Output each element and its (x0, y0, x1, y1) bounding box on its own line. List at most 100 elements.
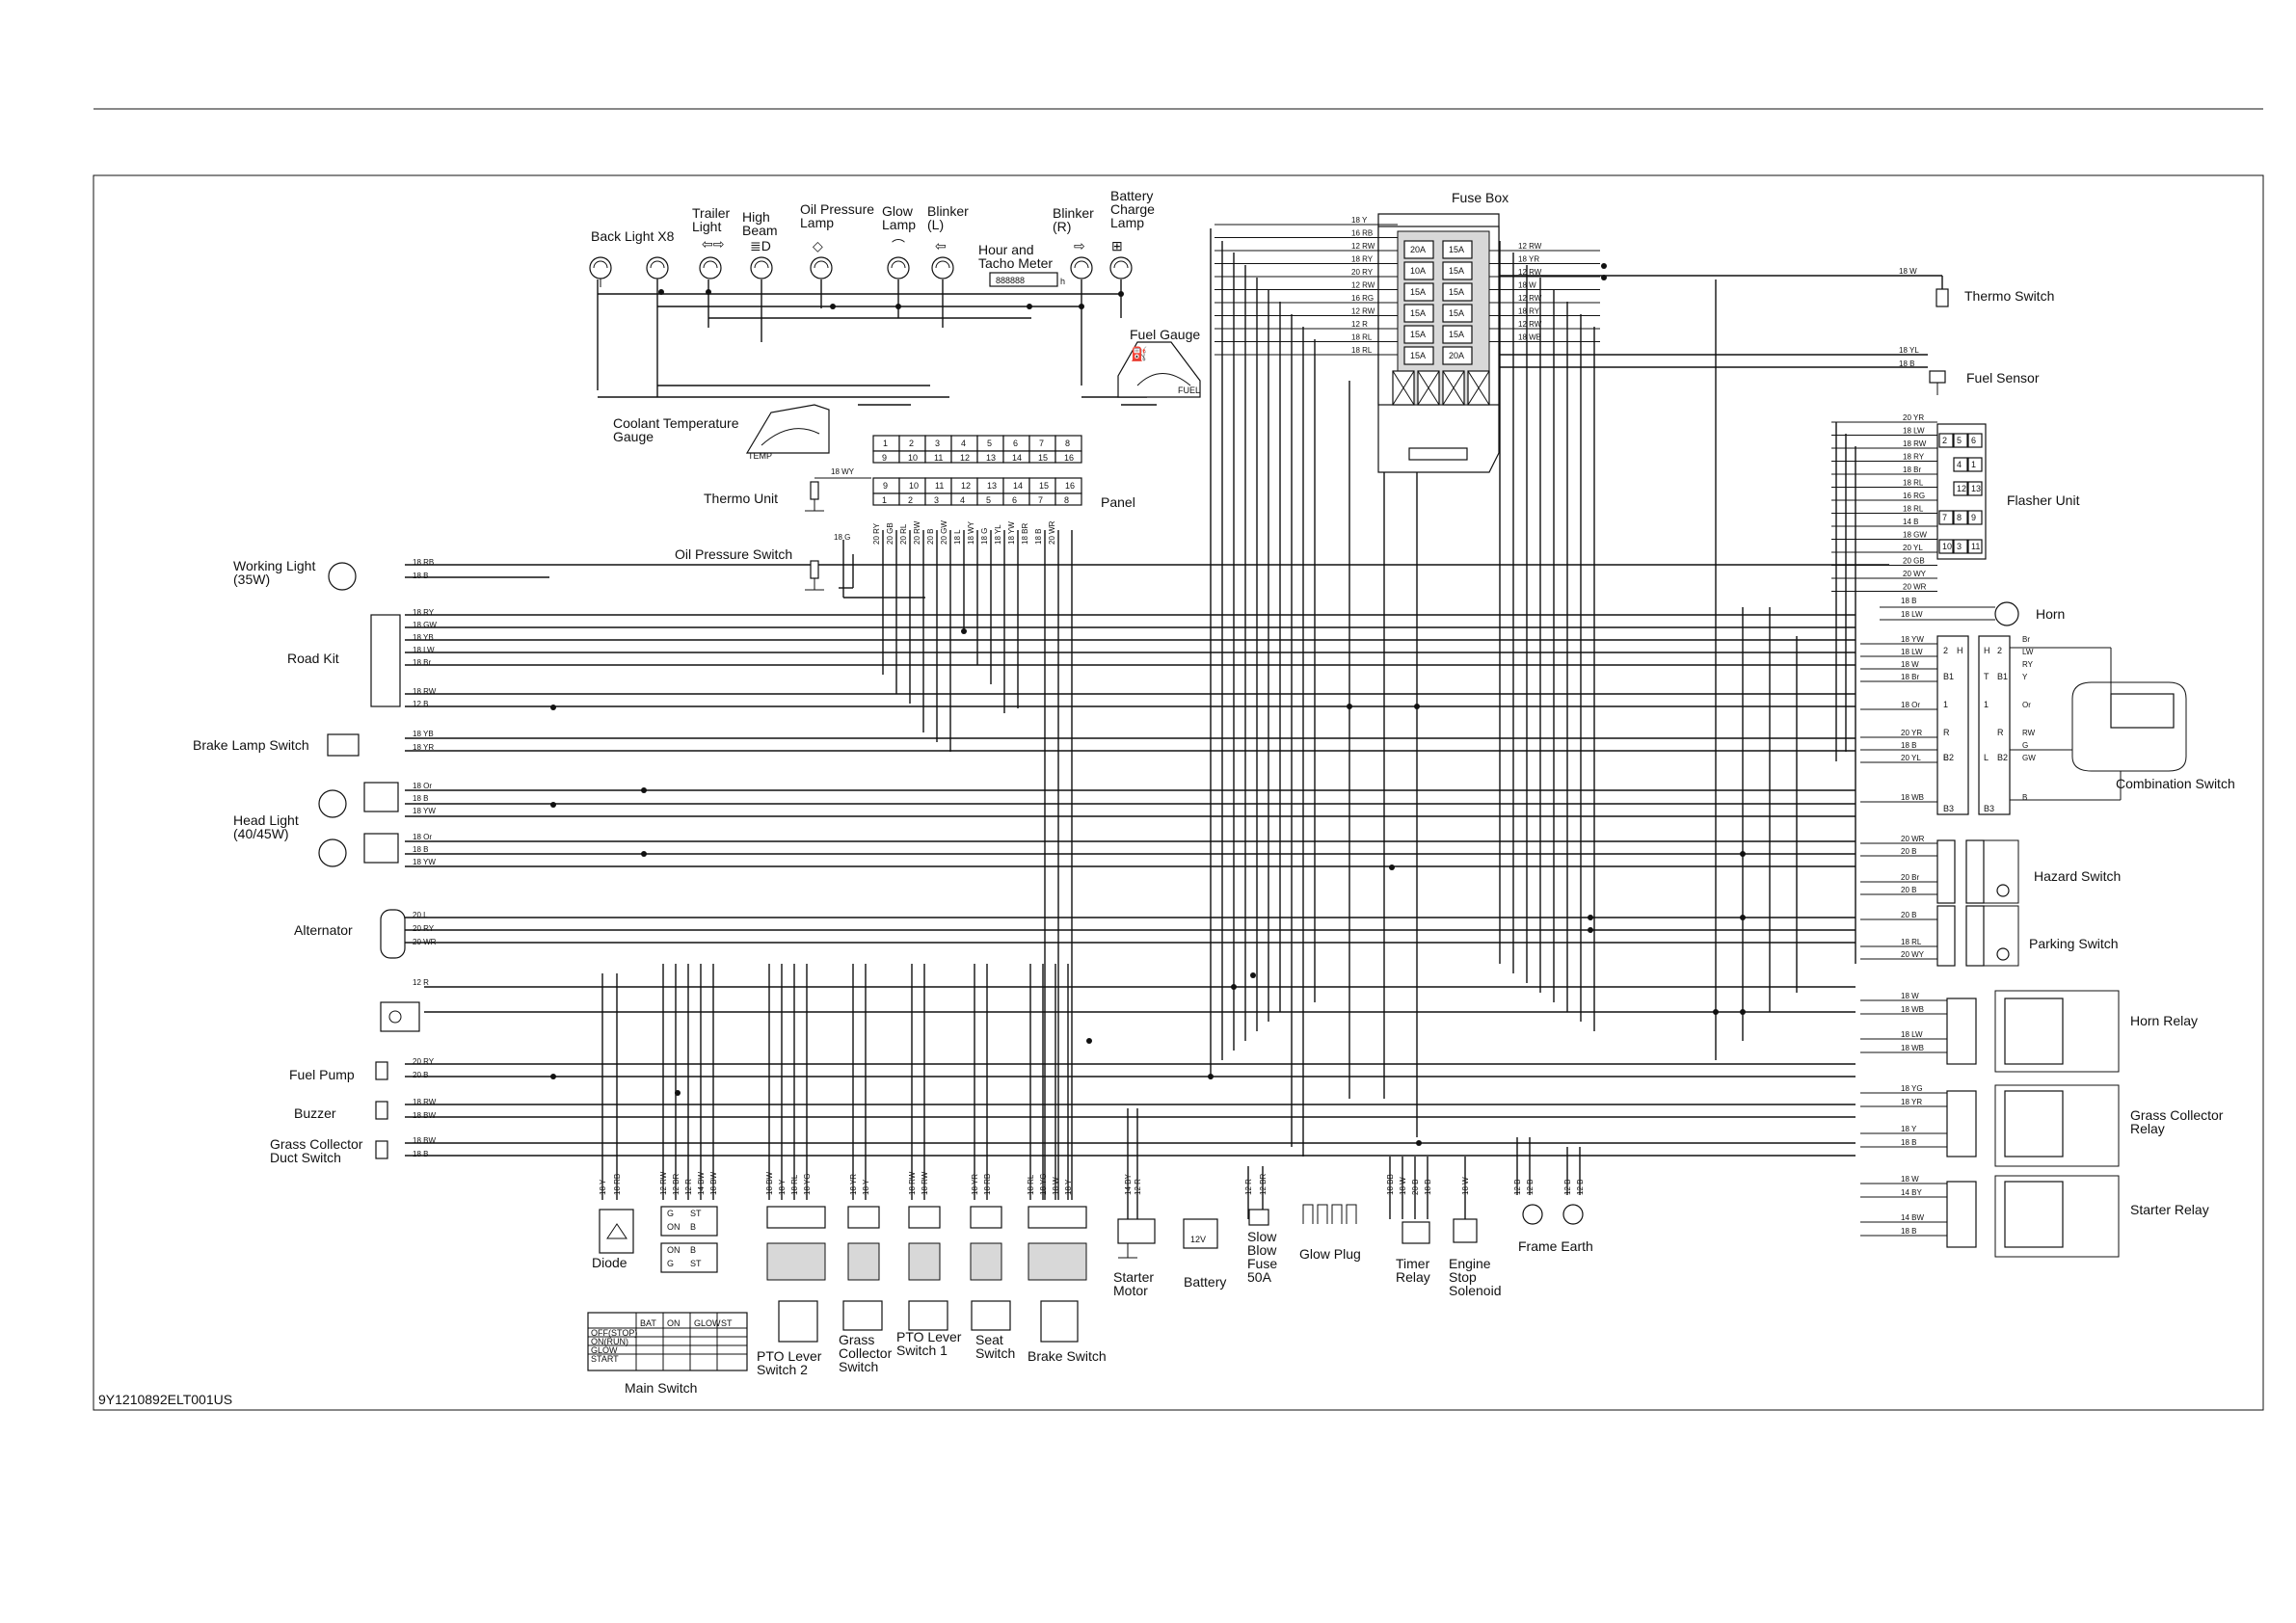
bottom-wire: 18 RB (983, 1174, 992, 1195)
flasher-pin (1967, 457, 1983, 472)
fuse (1403, 325, 1434, 344)
hazard-wire: 20 B (1901, 886, 1916, 894)
combo-pin: T (1984, 672, 1989, 681)
panel-pin-number: 3 (935, 439, 940, 448)
road-kit-wire: 12 B (413, 700, 428, 708)
blinker-right-icon (1070, 256, 1093, 279)
left-arrow-symbol: ⇦ (935, 238, 947, 253)
main-switch-table-row: ON(RUN) (591, 1337, 628, 1346)
panel-wire: 20 RY (872, 522, 881, 545)
bottom-wire: 18 RL (790, 1174, 799, 1195)
combo-right-label: Y (2022, 673, 2028, 681)
combo-wire: 18 WB (1901, 793, 1924, 802)
fuse (1403, 282, 1434, 302)
main-switch-contact: B (690, 1245, 696, 1255)
fuse (1442, 304, 1473, 323)
flasher-wire: 14 B (1903, 518, 1918, 526)
flasher-wire: 20 YR (1903, 413, 1924, 422)
buzzer-wire-1: 18 RW (413, 1098, 437, 1106)
fuse-right-wire: 18 RY (1518, 307, 1540, 316)
bottom-wire: 18 RL (1027, 1174, 1035, 1195)
glow-lamp-icon (887, 256, 910, 279)
fuse-right-wire: 18 WB (1518, 333, 1541, 342)
combo-pin: B3 (1984, 804, 1994, 813)
diagram-frame (93, 174, 2264, 1411)
bottom-wire: 18 Y (1064, 1179, 1073, 1195)
combo-pin: 1 (1984, 700, 1989, 709)
panel-pin-number: 11 (935, 481, 944, 491)
brake-switch-label: Brake Switch (1028, 1348, 1107, 1364)
horn-relay-wire: 18 WB (1901, 1044, 1924, 1052)
fuse-rating: 15A (1449, 287, 1464, 297)
bottom-wire: 18 W (1399, 1177, 1407, 1195)
trailer-symbol: ⇦⇨ (702, 236, 725, 252)
fuse-rating: 15A (1410, 330, 1426, 339)
combo-pin: R (1943, 728, 1950, 737)
oil-symbol: ◇ (813, 238, 823, 253)
fuel-gauge-label: Fuel Gauge (1130, 327, 1200, 342)
working-light: Working Light(35W) 18 RB 18 B (233, 558, 434, 591)
combo-wire: 20 YR (1901, 729, 1922, 737)
main-switch-table-header: BAT (640, 1318, 656, 1328)
panel-pin-number: 4 (960, 495, 965, 505)
brake-lamp-switch-label: Brake Lamp Switch (193, 737, 309, 753)
head-light-wire: 18 Or (413, 833, 432, 841)
panel-pin (1055, 450, 1082, 464)
starter-relay-wire: 14 BW (1901, 1213, 1924, 1222)
flasher-wire: 18 GW (1903, 531, 1927, 540)
relay-wire: 12 R (413, 978, 429, 987)
duct-switch-wire-2: 18 B (413, 1150, 428, 1158)
main-switch-table-header: GLOW (694, 1318, 721, 1328)
flasher-pin (1953, 457, 1968, 472)
combo-right-label: GW (2022, 754, 2036, 762)
flasher-wire: 16 RG (1903, 492, 1925, 500)
panel-wire: 18 YW (1007, 521, 1016, 545)
main-switch-contact: G (667, 1209, 674, 1218)
oil-pressure-switch: Oil Pressure Switch 18 G (675, 533, 850, 591)
flasher-pin-number: 13 (1971, 484, 1981, 493)
combo-pin: B3 (1943, 804, 1954, 813)
blinker-left-icon (931, 256, 954, 279)
fuse-left-wire: 16 RG (1351, 294, 1374, 303)
head-light-wire: 18 B (413, 845, 428, 854)
fuse-left-wire: 18 Y (1351, 216, 1368, 225)
combo-pin: B2 (1997, 753, 2008, 762)
brake-switch: Brake Switch (1028, 1206, 1107, 1364)
alternator: Alternator 20 L 20 RY 20 WR (294, 909, 437, 959)
fuse (1403, 261, 1434, 280)
combo-wire: 18 W (1901, 660, 1919, 669)
panel-pin-number: 8 (1064, 495, 1069, 505)
road-kit-wire: 18 GW (413, 621, 437, 629)
panel-pin-number: 7 (1039, 439, 1044, 448)
parking-wire: 20 B (1901, 911, 1916, 919)
fuel-sensor-wire-2: 18 B (1899, 359, 1914, 368)
fuse-left-wire: 16 RB (1351, 229, 1373, 238)
horn-relay-label: Horn Relay (2130, 1013, 2198, 1028)
fuse (1442, 325, 1473, 344)
panel-pin-number: 9 (883, 481, 888, 491)
panel-pin-number: 2 (908, 495, 913, 505)
oil-pressure-lamp-icon (810, 256, 833, 279)
main-switch-contact: ON (667, 1245, 681, 1255)
bottom-wire: 18 RB (613, 1174, 622, 1195)
panel-pin-number: 6 (1012, 495, 1017, 505)
alternator-wire-2: 20 RY (413, 924, 435, 933)
fuel-sensor-wire-1: 18 YL (1899, 346, 1919, 355)
panel-wire: 18 WY (967, 520, 975, 545)
right-arrow-symbol: ⇨ (1074, 238, 1085, 253)
bottom-wire: 12 R (1134, 1179, 1142, 1195)
head-light-label: Head Light(40/45W) (233, 812, 299, 841)
bottom-wire: 18 RW (921, 1171, 929, 1195)
combo-right-label: Or (2022, 701, 2031, 709)
flasher-pin-number: 2 (1942, 436, 1947, 445)
combo-pin: H (1984, 646, 1990, 655)
fuse-rating: 15A (1449, 308, 1464, 318)
